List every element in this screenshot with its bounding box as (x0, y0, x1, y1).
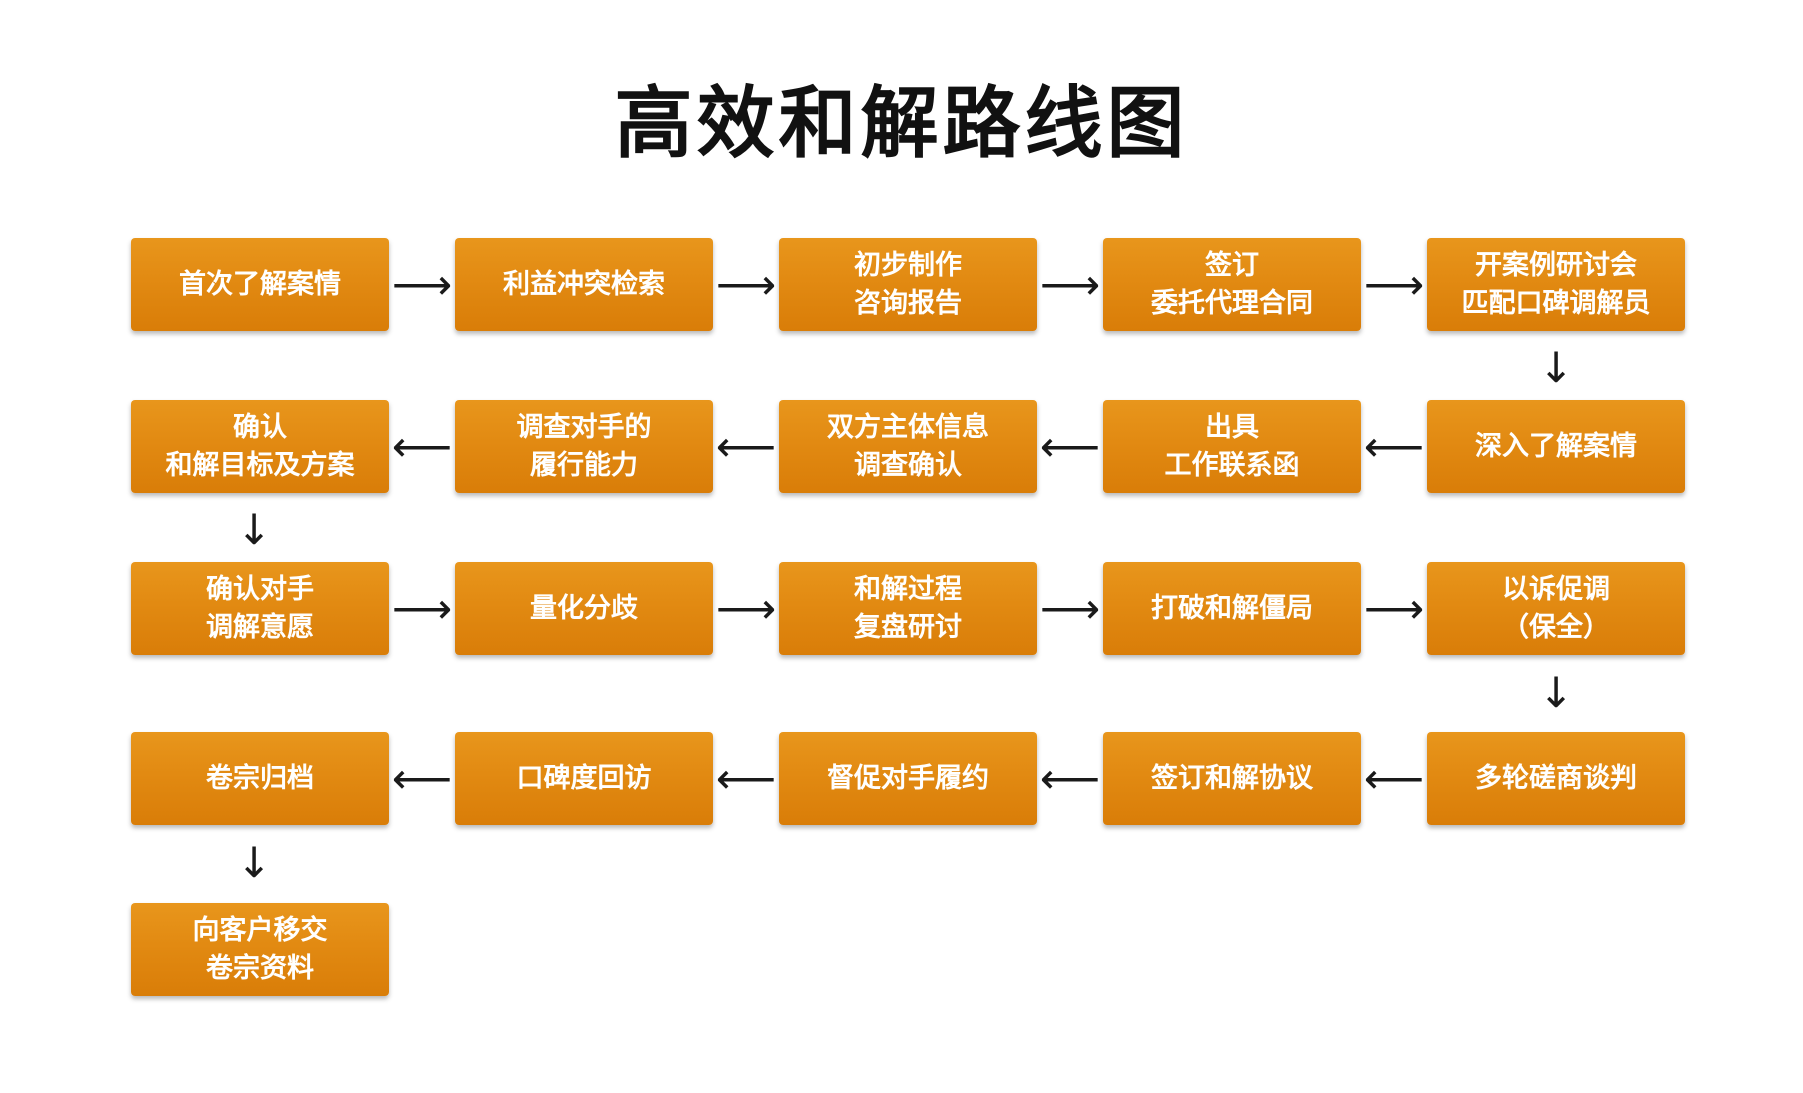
step-9-line1: 调查对手的 (516, 411, 652, 443)
step-20: 卷宗归档 (131, 732, 389, 825)
arrow-right-icon: ⟶ (715, 583, 777, 633)
arrow-left-icon: ⟵ (1363, 753, 1425, 803)
arrow-left-icon: ⟵ (1039, 421, 1101, 471)
step-7-line2: 工作联系函 (1164, 449, 1300, 481)
step-14-line1: 打破和解僵局 (1151, 592, 1313, 624)
arrow-left-icon: ⟵ (391, 753, 453, 803)
step-5: 开案例研讨会 匹配口碑调解员 (1427, 238, 1685, 331)
step-16-line1: 多轮磋商谈判 (1475, 762, 1637, 794)
step-13: 和解过程 复盘研讨 (779, 562, 1037, 655)
arrow-right-icon: ⟶ (391, 259, 453, 309)
arrow-down-icon: ↓ (1538, 343, 1574, 392)
step-6-line1: 深入了解案情 (1475, 430, 1637, 462)
step-13-line1: 和解过程 (854, 573, 962, 605)
step-9: 调查对手的 履行能力 (455, 400, 713, 493)
step-18-line1: 督促对手履约 (827, 762, 989, 794)
step-3-line2: 咨询报告 (854, 287, 962, 319)
step-9-line2: 履行能力 (530, 449, 638, 481)
arrow-right-icon: ⟶ (1363, 583, 1425, 633)
step-11-line2: 调解意愿 (206, 611, 314, 643)
step-7: 出具 工作联系函 (1103, 400, 1361, 493)
step-10: 确认 和解目标及方案 (131, 400, 389, 493)
step-17: 签订和解协议 (1103, 732, 1361, 825)
step-20-line1: 卷宗归档 (206, 762, 314, 794)
step-19-line1: 口碑度回访 (516, 762, 652, 794)
step-10-line2: 和解目标及方案 (165, 449, 355, 481)
step-11: 确认对手 调解意愿 (131, 562, 389, 655)
step-5-line1: 开案例研讨会 (1475, 249, 1637, 281)
arrow-left-icon: ⟵ (1363, 421, 1425, 471)
step-3: 初步制作 咨询报告 (779, 238, 1037, 331)
arrow-down-icon: ↓ (236, 505, 272, 554)
arrow-right-icon: ⟶ (1363, 259, 1425, 309)
step-1: 首次了解案情 (131, 238, 389, 331)
step-16: 多轮磋商谈判 (1427, 732, 1685, 825)
step-4: 签订 委托代理合同 (1103, 238, 1361, 331)
step-8: 双方主体信息 调查确认 (779, 400, 1037, 493)
step-18: 督促对手履约 (779, 732, 1037, 825)
step-4-line2: 委托代理合同 (1151, 287, 1313, 319)
step-6: 深入了解案情 (1427, 400, 1685, 493)
step-14: 打破和解僵局 (1103, 562, 1361, 655)
step-17-line1: 签订和解协议 (1151, 762, 1313, 794)
arrow-left-icon: ⟵ (715, 753, 777, 803)
step-10-line1: 确认 (233, 411, 287, 443)
arrow-left-icon: ⟵ (715, 421, 777, 471)
step-7-line1: 出具 (1205, 411, 1259, 443)
step-12: 量化分歧 (455, 562, 713, 655)
arrow-right-icon: ⟶ (715, 259, 777, 309)
arrow-right-icon: ⟶ (1039, 583, 1101, 633)
step-5-line2: 匹配口碑调解员 (1461, 287, 1651, 319)
step-3-line1: 初步制作 (854, 249, 962, 281)
arrow-down-icon: ↓ (1538, 668, 1574, 717)
step-15: 以诉促调 （保全） (1427, 562, 1685, 655)
step-21-line2: 卷宗资料 (206, 952, 314, 984)
arrow-left-icon: ⟵ (391, 421, 453, 471)
step-8-line1: 双方主体信息 (827, 411, 989, 443)
arrow-right-icon: ⟶ (1039, 259, 1101, 309)
step-4-line1: 签订 (1205, 249, 1259, 281)
step-2-line1: 利益冲突检索 (503, 268, 665, 300)
step-19: 口碑度回访 (455, 732, 713, 825)
step-21: 向客户移交 卷宗资料 (131, 903, 389, 996)
step-13-line2: 复盘研讨 (854, 611, 962, 643)
step-12-line1: 量化分歧 (530, 592, 638, 624)
step-11-line1: 确认对手 (206, 573, 314, 605)
arrow-down-icon: ↓ (236, 838, 272, 887)
diagram-title: 高效和解路线图 (614, 79, 1189, 169)
step-8-line2: 调查确认 (854, 449, 962, 481)
step-15-line1: 以诉促调 (1502, 573, 1610, 605)
step-1-line1: 首次了解案情 (179, 268, 341, 300)
step-2: 利益冲突检索 (455, 238, 713, 331)
step-21-line1: 向客户移交 (192, 914, 328, 946)
arrow-left-icon: ⟵ (1039, 753, 1101, 803)
arrow-right-icon: ⟶ (391, 583, 453, 633)
step-15-line2: （保全） (1502, 611, 1610, 643)
